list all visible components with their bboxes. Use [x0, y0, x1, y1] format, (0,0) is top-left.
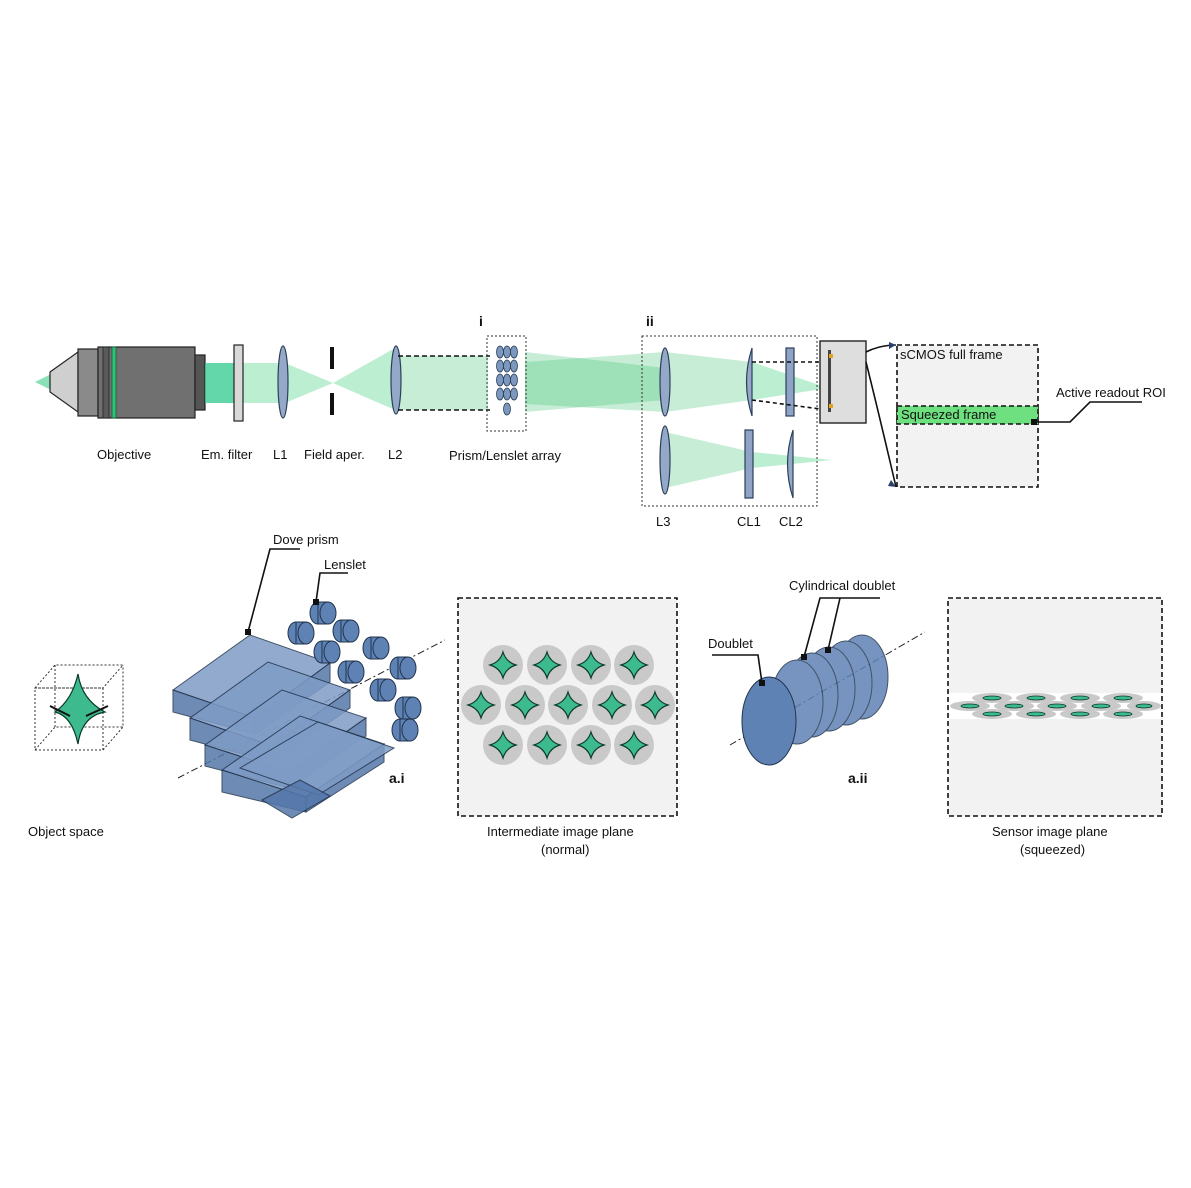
- objective: [35, 346, 206, 419]
- roi-leader: [1034, 401, 1142, 423]
- label-cl1: CL1: [737, 514, 761, 529]
- lens-l1: [277, 345, 289, 419]
- doublet-leader: [712, 654, 763, 684]
- label-l2: L2: [388, 447, 402, 462]
- label-lenslet: Lenslet: [324, 557, 366, 572]
- label-cyl-doublet: Cylindrical doublet: [789, 578, 896, 593]
- label-sensor-full: sCMOS full frame: [900, 347, 1003, 362]
- zoom-arrow-bottom: [865, 361, 897, 488]
- arrowhead-bottom: [888, 480, 896, 487]
- label-prism-lenslet: Prism/Lenslet array: [449, 448, 561, 463]
- label-intermediate-2: (normal): [541, 842, 589, 857]
- label-sensor-plane-1: Sensor image plane: [992, 824, 1108, 839]
- lens-l3-bottom: [659, 425, 671, 495]
- label-doublet: Doublet: [708, 636, 753, 651]
- doublet-leader-dot: [759, 680, 765, 686]
- sensor-full-frame: [896, 344, 1039, 488]
- lens-cl1-top: [745, 347, 753, 417]
- label-section-ai: a.i: [389, 770, 405, 786]
- em-filter: [233, 344, 244, 422]
- roi-leader-dot: [1031, 419, 1037, 425]
- label-sensor-plane-2: (squeezed): [1020, 842, 1085, 857]
- dove-prism-leader-dot: [245, 629, 251, 635]
- lens-l3-top: [659, 347, 671, 417]
- label-em-filter: Em. filter: [201, 447, 253, 462]
- label-object-space: Object space: [28, 824, 104, 839]
- label-section-ii: ii: [646, 313, 654, 329]
- lenslet-leader-dot: [313, 599, 319, 605]
- label-objective: Objective: [97, 447, 151, 462]
- cyl-doublet-leader-1: [803, 597, 880, 658]
- cyl-doublet-leader-dot-1: [801, 654, 807, 660]
- plate-cl2-top: [785, 347, 795, 417]
- label-active-roi: Active readout ROI: [1056, 385, 1166, 400]
- label-l1: L1: [273, 447, 287, 462]
- label-squeezed-frame: Squeezed frame: [901, 407, 996, 422]
- sensor-image-plane: [947, 597, 1163, 817]
- label-l3: L3: [656, 514, 670, 529]
- plate-cl1-bottom: [744, 429, 754, 499]
- label-section-aii: a.ii: [848, 770, 867, 786]
- lenslet-leader: [315, 572, 348, 603]
- dove-prism-leader: [247, 548, 300, 633]
- label-section-i: i: [479, 313, 483, 329]
- prism-lenslet-array: [486, 335, 527, 432]
- lens-l2: [390, 345, 402, 415]
- section-ii-box: [641, 335, 818, 507]
- lens-cl2-bottom: [786, 429, 794, 499]
- field-aperture: [330, 347, 334, 415]
- scmos-camera: [819, 340, 867, 424]
- beam-top: [205, 348, 832, 488]
- intermediate-image-plane: [457, 597, 678, 817]
- label-dove-prism: Dove prism: [273, 532, 339, 547]
- lenslets: [287, 601, 422, 742]
- cl-beam-edge-lower: [751, 399, 829, 411]
- arrowhead-top: [889, 342, 896, 349]
- object-space-cube: [33, 664, 125, 751]
- label-cl2: CL2: [779, 514, 803, 529]
- cyl-doublet-leader-2: [827, 597, 841, 651]
- dove-prism-array: [171, 634, 446, 819]
- cyl-doublet-leader-dot-2: [825, 647, 831, 653]
- label-intermediate-1: Intermediate image plane: [487, 824, 634, 839]
- cylindrical-doublet-assembly: [729, 631, 926, 766]
- label-field-aper: Field aper.: [304, 447, 365, 462]
